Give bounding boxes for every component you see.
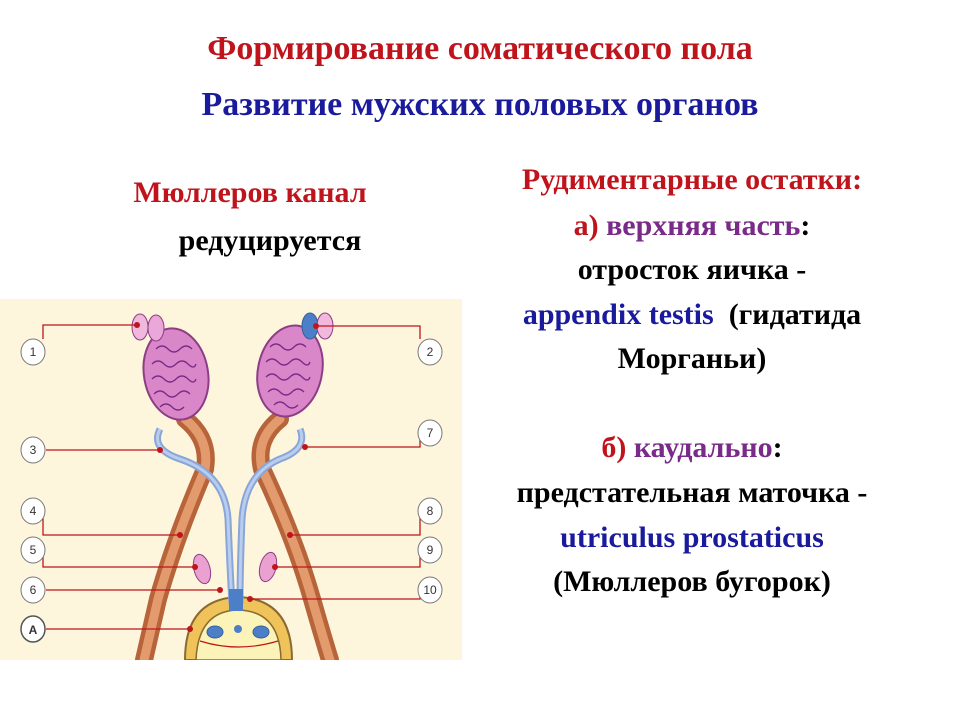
item-b-heading: б) каудально: xyxy=(462,431,922,465)
item-a-line2: отросток яичка - xyxy=(577,253,807,286)
item-b-label: б) xyxy=(601,431,627,464)
callout-8-text: 8 xyxy=(427,504,434,518)
page-subtitle: Развитие мужских половых органов xyxy=(201,86,759,123)
callout-8: 8 xyxy=(417,497,443,525)
callout-4-text: 4 xyxy=(30,504,37,518)
item-a-colon: : xyxy=(800,209,811,242)
muller-duct-heading: Мюллеров канал xyxy=(133,176,367,209)
callout-1-text: 1 xyxy=(30,345,37,359)
item-a-latin-line: appendix testis (гидатида xyxy=(462,298,922,332)
callout-4: 4 xyxy=(20,497,46,525)
callout-7: 7 xyxy=(417,419,443,447)
item-b-paren: (Мюллеров бугорок) xyxy=(553,565,831,598)
callout-A-text: A xyxy=(29,623,38,637)
item-b-colon: : xyxy=(772,431,783,464)
muller-duct-subheading: редуцируется xyxy=(178,224,362,257)
item-b-line2: предстательная маточка - xyxy=(516,476,868,509)
item-a-paren1: (гидатида xyxy=(728,298,862,331)
callout-3: 3 xyxy=(20,436,46,464)
callout-3-text: 3 xyxy=(30,443,37,457)
callout-2: 2 xyxy=(417,338,443,366)
anatomy-diagram: 1 2 3 7 4 8 5 9 6 10 A xyxy=(0,299,462,660)
callout-7-text: 7 xyxy=(427,426,434,440)
callout-5: 5 xyxy=(20,536,46,564)
rudiments-heading: Рудиментарные остатки: xyxy=(521,163,863,196)
callout-9-text: 9 xyxy=(427,543,434,557)
callout-6: 6 xyxy=(20,576,46,604)
callout-6-text: 6 xyxy=(30,583,37,597)
callout-10-text: 10 xyxy=(423,583,437,597)
item-a-paren2: Морганьи) xyxy=(617,342,767,375)
item-b-term: каудально xyxy=(633,431,773,464)
item-b-latin: utriculus prostaticus xyxy=(560,521,824,554)
seminal-vesicles xyxy=(192,551,278,585)
left-testis xyxy=(131,313,210,421)
callout-10: 10 xyxy=(417,576,443,604)
callout-9: 9 xyxy=(417,536,443,564)
callout-2-text: 2 xyxy=(427,345,434,359)
page-title: Формирование соматического пола xyxy=(207,30,753,67)
item-a-latin: appendix testis xyxy=(522,298,714,331)
callout-1: 1 xyxy=(20,338,46,366)
callout-A: A xyxy=(20,615,46,643)
item-a-term: верхняя часть xyxy=(606,209,801,242)
item-a-label: а) xyxy=(573,209,599,242)
callout-5-text: 5 xyxy=(30,543,37,557)
leader-dots xyxy=(134,322,319,632)
item-a-heading: а) верхняя часть: xyxy=(462,209,922,243)
